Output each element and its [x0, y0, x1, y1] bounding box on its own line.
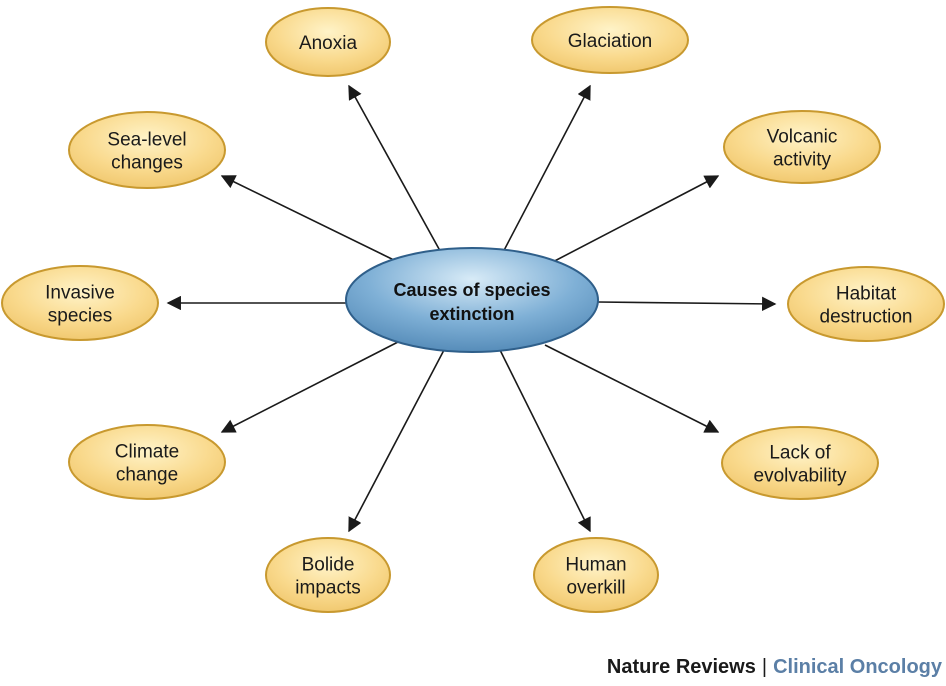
- node-ellipse-invasive-species: [1, 265, 159, 341]
- node-ellipse-habitat-destruction: [787, 266, 945, 342]
- journal-name: Clinical Oncology: [773, 656, 942, 678]
- node-label-climate-change-line2: change: [116, 465, 178, 486]
- node-label-habitat-destruction-line2: destruction: [820, 307, 913, 328]
- node-label-lack-of-evolvability-line2: evolvability: [754, 466, 847, 487]
- center-ellipse: [345, 247, 599, 353]
- node-ellipse-anoxia: [265, 7, 391, 77]
- center-label-line2: extinction: [429, 304, 514, 324]
- node-label-sea-level-changes-line2: changes: [111, 153, 183, 174]
- node-label-bolide-impacts-line1: Bolide: [302, 555, 355, 576]
- node-label-glaciation-line1: Glaciation: [568, 31, 653, 52]
- arrow-to-lack-of-evolvability: [544, 344, 720, 433]
- node-label-sea-level-changes-line1: Sea-level: [107, 130, 186, 151]
- node-label-habitat-destruction-line1: Habitat: [836, 284, 897, 305]
- arrows-layer: [166, 84, 777, 533]
- publisher-name: Nature Reviews: [606, 656, 756, 678]
- arrow-to-glaciation: [499, 84, 591, 259]
- node-label-anoxia-line1: Anoxia: [299, 33, 358, 54]
- node-anoxia: Anoxia: [265, 7, 391, 77]
- node-label-volcanic-activity-line1: Volcanic: [767, 127, 838, 148]
- node-ellipse-climate-change: [68, 424, 226, 500]
- node-ellipse-glaciation: [531, 6, 689, 74]
- node-label-human-overkill-line2: overkill: [566, 578, 625, 599]
- arrow-to-anoxia: [348, 84, 445, 259]
- node-label-human-overkill-line1: Human: [565, 555, 626, 576]
- node-label-invasive-species-line1: Invasive: [45, 283, 115, 304]
- credit-separator: |: [761, 656, 768, 678]
- arrow-to-climate-change: [220, 341, 399, 433]
- node-label-bolide-impacts-line2: impacts: [295, 578, 360, 599]
- node-label-climate-change-line1: Climate: [115, 442, 179, 463]
- node-label-lack-of-evolvability-line1: Lack of: [769, 443, 831, 464]
- arrow-to-bolide-impacts: [348, 349, 445, 533]
- node-label-volcanic-activity-line2: activity: [773, 150, 832, 171]
- node-ellipse-volcanic-activity: [723, 110, 881, 184]
- center-label-line1: Causes of species: [393, 280, 550, 300]
- publication-credit: Nature Reviews|Clinical Oncology: [607, 656, 942, 679]
- arrow-to-sea-level-changes: [220, 175, 399, 263]
- arrow-to-habitat-destruction: [597, 296, 777, 312]
- node-ellipse-human-overkill: [533, 537, 659, 613]
- node-ellipse-bolide-impacts: [265, 537, 391, 613]
- center-node: Causes of species extinction: [345, 247, 599, 353]
- node-glaciation: Glaciation: [531, 6, 689, 74]
- node-ellipse-sea-level-changes: [68, 111, 226, 189]
- arrow-to-volcanic-activity: [544, 175, 720, 267]
- node-label-invasive-species-line2: species: [48, 306, 112, 327]
- nodes-layer: Anoxia GlaciationVolcanicactivityHabitatd…: [1, 6, 945, 613]
- arrow-to-human-overkill: [499, 349, 591, 533]
- node-ellipse-lack-of-evolvability: [721, 426, 879, 500]
